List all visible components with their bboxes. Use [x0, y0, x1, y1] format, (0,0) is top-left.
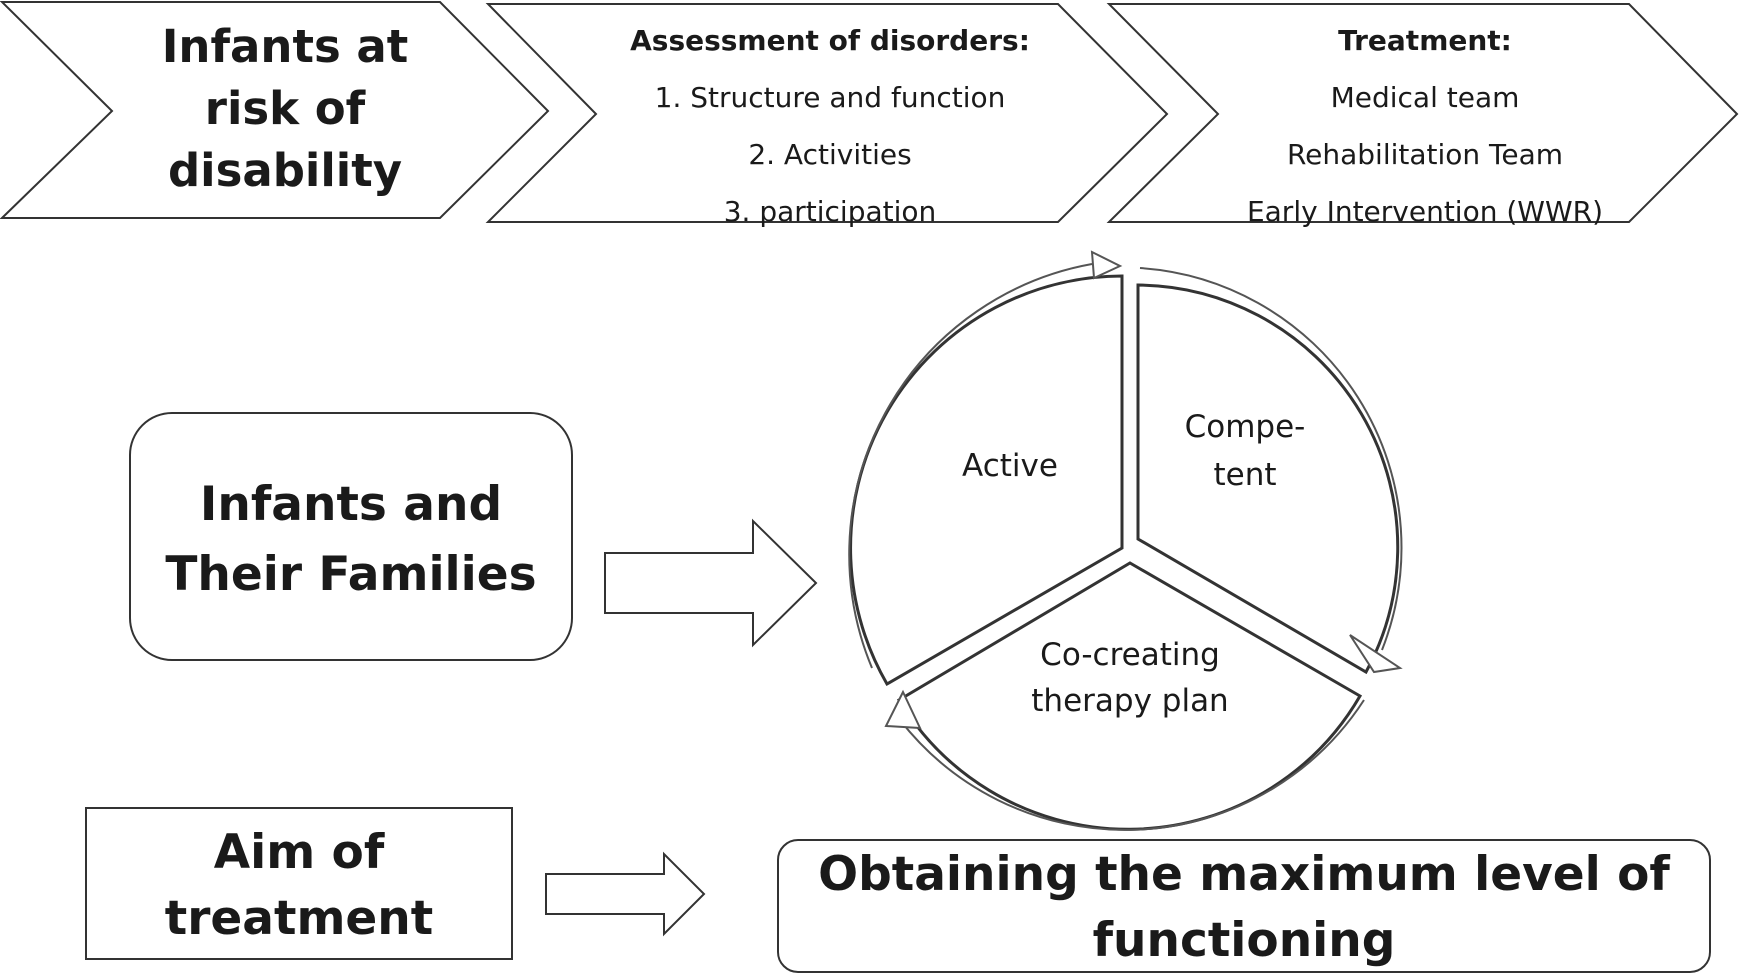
goal-box-label: Obtaining the maximum level of functioni… — [778, 842, 1710, 974]
chevron-infants-at-risk-label: Infants at risk of disability — [120, 16, 450, 202]
cycle-diagram — [848, 250, 1403, 831]
cycle-arrow-outer-bottom — [899, 699, 1365, 831]
cycle-arrow-outer-right — [1139, 267, 1403, 651]
families-line1: Infants and — [199, 477, 503, 532]
aim-box — [85, 807, 513, 960]
chevron-treatment — [1106, 3, 1739, 223]
cycle-arrowhead-right — [1349, 634, 1403, 674]
cycle-arrow-outer-left — [848, 263, 1093, 669]
assessment-item-2: 2. Activities — [748, 138, 912, 171]
cycle-label-cocreating-line1: Co-creating — [1040, 637, 1220, 673]
aim-line1: Aim of — [213, 825, 385, 880]
chevron-infants-line2: risk of — [204, 82, 366, 135]
arrow-aim-to-goal — [545, 851, 706, 937]
aim-box-label: Aim of treatment — [86, 820, 512, 952]
treatment-item-3: Early Intervention (WWR) — [1246, 195, 1604, 228]
assessment-item-1: 1. Structure and function — [654, 81, 1006, 114]
cycle-label-cocreating-line2: therapy plan — [1031, 683, 1229, 719]
families-box-label: Infants and Their Families — [130, 470, 572, 610]
families-line2: Their Families — [165, 547, 537, 602]
cycle-label-active: Active — [962, 448, 1058, 484]
cycle-label-cocreating: Co-creating therapy plan — [1000, 632, 1260, 724]
treatment-title: Treatment: — [1338, 24, 1512, 57]
arrow-families-to-cycle — [604, 518, 818, 648]
chevron-assessment-label: Assessment of disorders: 1. Structure an… — [600, 12, 1060, 240]
cycle-segment-active — [849, 274, 1124, 687]
assessment-item-3: 3. participation — [723, 195, 937, 228]
treatment-item-2: Rehabilitation Team — [1286, 138, 1564, 171]
cycle-label-competent-line2: tent — [1213, 457, 1277, 493]
families-box — [129, 412, 573, 661]
chevron-infants-line1: Infants at — [161, 20, 409, 73]
chevron-treatment-label: Treatment: Medical team Rehabilitation T… — [1210, 12, 1640, 240]
goal-line1: Obtaining the maximum level of — [818, 847, 1670, 902]
chevron-infants-line3: disability — [167, 144, 403, 197]
cycle-label-competent-line1: Compe- — [1184, 409, 1306, 445]
chevron-assessment — [485, 3, 1169, 223]
assessment-title: Assessment of disorders: — [630, 24, 1030, 57]
chevron-infants-at-risk — [0, 1, 550, 219]
cycle-arrowhead-left — [884, 689, 922, 730]
aim-line2: treatment — [164, 891, 434, 946]
cycle-label-competent: Compe- tent — [1170, 403, 1320, 499]
goal-box — [777, 839, 1711, 973]
goal-line2: functioning — [1092, 913, 1396, 968]
cycle-segment-competent — [1136, 283, 1400, 675]
treatment-item-1: Medical team — [1330, 81, 1520, 114]
cycle-arrowhead-top — [1090, 250, 1123, 280]
